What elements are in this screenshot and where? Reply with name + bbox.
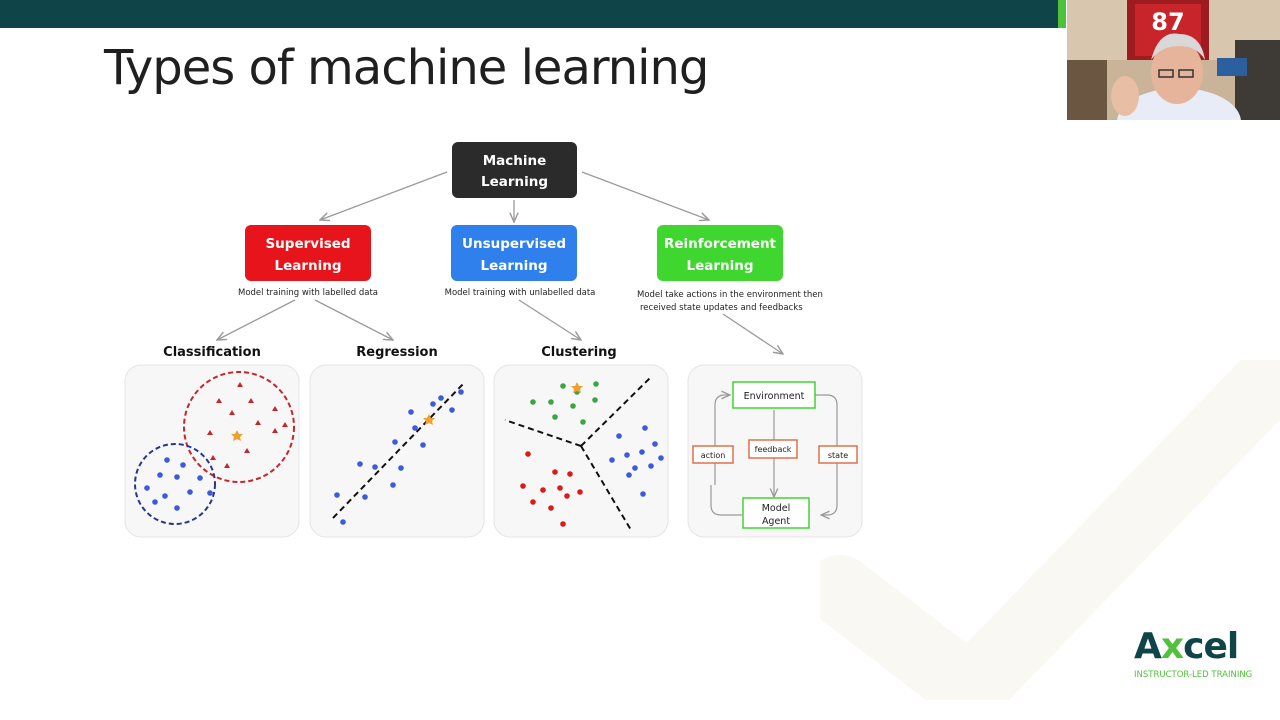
background-checkmark-watermark: [820, 360, 1280, 700]
rl-feedback-box: [748, 439, 798, 459]
rl-state-label: state: [828, 451, 848, 460]
header-bar: [0, 0, 1060, 28]
header-accent: [1058, 0, 1066, 28]
arrow-root-supervised: [320, 171, 448, 220]
root-node-label-line2: Learning: [481, 174, 548, 190]
arrow-supervised-classification: [217, 299, 296, 340]
svg-text:Learning: Learning: [274, 258, 341, 274]
unsupervised-description: Model training with unlabelled data: [445, 288, 596, 298]
reinforcement-description-line1: Model take actions in the environment th…: [637, 290, 823, 300]
presenter-webcam[interactable]: 87: [1067, 0, 1280, 120]
rl-loop: Environment feedback action state Model …: [692, 381, 858, 529]
classification-plot: [134, 371, 295, 525]
regression-plot: [332, 381, 466, 525]
node-supervised-learning: Supervised Learning: [245, 225, 371, 281]
jersey-number: 87: [1151, 8, 1184, 36]
rl-feedback-label: feedback: [755, 445, 792, 454]
svg-text:Learning: Learning: [686, 258, 753, 274]
panel-classification: [124, 364, 300, 538]
arrow-reinforcement-panel: [722, 313, 783, 354]
rl-agent-box: [742, 497, 810, 529]
ml-types-diagram: Machine Learning Supervised Learning Mod…: [115, 130, 875, 549]
node-reinforcement-learning: Reinforcement Learning: [657, 225, 783, 281]
label-classification: Classification: [163, 345, 261, 360]
supervised-description: Model training with labelled data: [238, 288, 378, 298]
label-regression: Regression: [356, 345, 437, 360]
svg-text:Unsupervised: Unsupervised: [462, 236, 566, 252]
rl-agent-label-line2: Agent: [762, 516, 790, 527]
arrow-supervised-regression: [314, 299, 393, 340]
logo-wordmark: Axcel: [1134, 626, 1239, 667]
svg-text:Supervised: Supervised: [265, 236, 350, 252]
root-node-machine-learning: Machine Learning: [452, 142, 577, 198]
panel-clustering: [493, 364, 669, 538]
rl-environment-label: Environment: [744, 391, 805, 402]
reinforcement-description-line2: received state updates and feedbacks: [640, 303, 803, 313]
rl-action-box: [692, 445, 734, 464]
rl-agent-label-line1: Model: [762, 503, 791, 514]
root-node-label-line1: Machine: [483, 153, 547, 169]
axcel-logo: Axcel INSTRUCTOR-LED TRAINING: [1126, 626, 1256, 686]
arrow-unsupervised-clustering: [518, 299, 581, 340]
arrow-root-reinforcement: [581, 171, 709, 220]
rl-environment-box: [732, 381, 816, 409]
svg-text:Learning: Learning: [480, 258, 547, 274]
slide-title: Types of machine learning: [104, 40, 709, 96]
logo-tagline: INSTRUCTOR-LED TRAINING: [1134, 670, 1253, 680]
rl-state-box: [818, 445, 858, 464]
clustering-plot: [504, 377, 664, 531]
svg-text:Reinforcement: Reinforcement: [664, 236, 777, 252]
node-unsupervised-learning: Unsupervised Learning: [451, 225, 577, 281]
label-clustering: Clustering: [541, 345, 616, 360]
rl-action-label: action: [701, 451, 726, 460]
